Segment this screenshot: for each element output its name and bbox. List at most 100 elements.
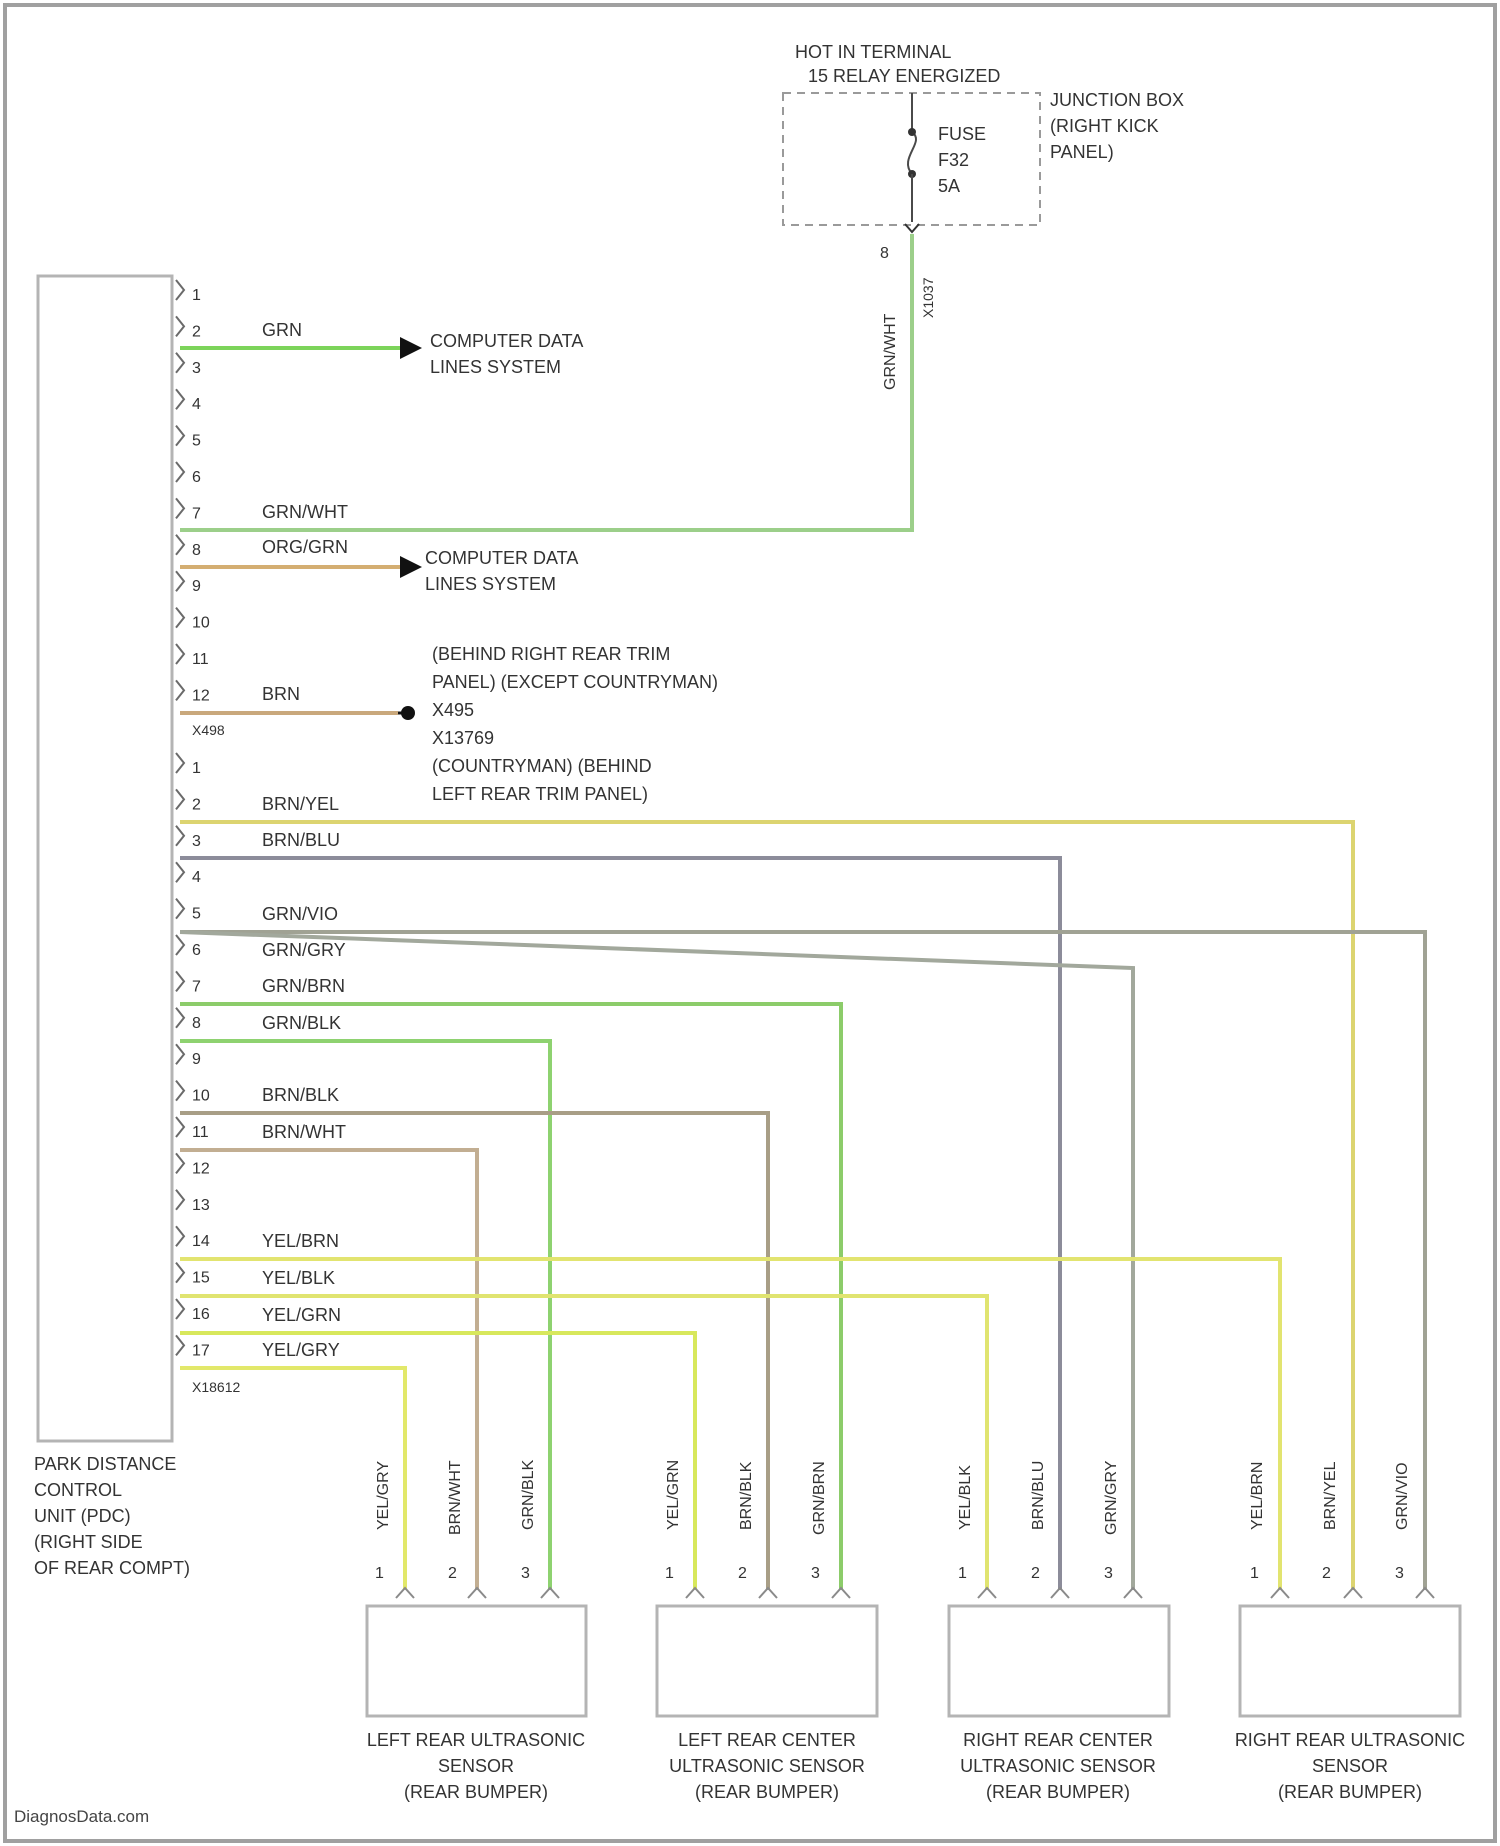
pdc-x18612-pin-7: 7 (192, 978, 201, 995)
pdc-label-line1: PARK DISTANCE (34, 1454, 176, 1474)
pdc-x18612-pin-4: 4 (192, 869, 201, 886)
junction-connector-name: X1037 (920, 277, 936, 318)
computer-data-1-line2: LINES SYSTEM (430, 357, 561, 377)
pdc-x498-pin-10: 10 (192, 615, 210, 632)
pdc-label-line2: CONTROL (34, 1480, 122, 1500)
fuse-label-line2: F32 (938, 150, 969, 170)
pdc-x498-pin-2: 2 (192, 323, 201, 340)
sensor-left-rear-center-label-line1: LEFT REAR CENTER (678, 1730, 856, 1750)
sensor-left-rear-center-pin-2: 2 (738, 1565, 747, 1582)
wire-label-grn-vio: GRN/VIO (262, 904, 338, 924)
sensor-left-rear-wire-3: GRN/BLK (520, 1459, 537, 1530)
sensor-right-rear-label-line2: SENSOR (1312, 1756, 1388, 1776)
wire-label-brn-blk: BRN/BLK (262, 1085, 339, 1105)
wire-label-grn-wht: GRN/WHT (262, 502, 348, 522)
pdc-x498-pin-9: 9 (192, 578, 201, 595)
pdc-x18612-pin-13: 13 (192, 1197, 210, 1214)
sensor-left-rear-label-line2: SENSOR (438, 1756, 514, 1776)
pdc-label-line5: OF REAR COMPT) (34, 1558, 190, 1578)
sensor-left-rear-pin-1: 1 (375, 1565, 384, 1582)
sensor-right-rear-wire-2: BRN/YEL (1322, 1461, 1339, 1530)
pdc-x18612-pin-5: 5 (192, 906, 201, 923)
power-title-line1: HOT IN TERMINAL (795, 42, 951, 62)
sensor-left-rear-center-wire-1: YEL/GRN (665, 1460, 682, 1530)
wire-label-grn: GRN (262, 320, 302, 340)
fuse-terminal-top (908, 128, 916, 136)
wire-label-brn-wht: BRN/WHT (262, 1122, 346, 1142)
pdc-x18612-pin-12: 12 (192, 1160, 210, 1177)
junction-pin-8: 8 (880, 245, 889, 262)
sensor-right-rear-label-line3: (REAR BUMPER) (1278, 1782, 1422, 1802)
sensor-left-rear-center-wire-2: BRN/BLK (738, 1461, 755, 1530)
sensor-left-rear-center-pin-1: 1 (665, 1565, 674, 1582)
ground-label-line1: (BEHIND RIGHT REAR TRIM (432, 644, 670, 664)
pdc-x498-pin-3: 3 (192, 360, 201, 377)
wire-label-yel-blk: YEL/BLK (262, 1268, 335, 1288)
pdc-label-line3: UNIT (PDC) (34, 1506, 131, 1526)
wire-label-grn-blk: GRN/BLK (262, 1013, 341, 1033)
sensor-left-rear-center-label-line2: ULTRASONIC SENSOR (669, 1756, 865, 1776)
power-wire-label: GRN/WHT (882, 313, 899, 390)
sensor-right-rear-center-label-line2: ULTRASONIC SENSOR (960, 1756, 1156, 1776)
power-title-line2: 15 RELAY ENERGIZED (808, 66, 1000, 86)
sensor-left-rear-label-line1: LEFT REAR ULTRASONIC (367, 1730, 585, 1750)
wire-label-brn: BRN (262, 684, 300, 704)
pdc-x18612-pin-2: 2 (192, 796, 201, 813)
pdc-connector-x498-name: X498 (192, 722, 225, 738)
sensor-right-rear-box (1240, 1606, 1460, 1716)
pdc-x498-pin-6: 6 (192, 469, 201, 486)
sensor-right-rear-pin-3: 3 (1395, 1565, 1404, 1582)
pdc-x498-pin-12: 12 (192, 687, 210, 704)
pdc-x498-pin-4: 4 (192, 396, 201, 413)
pdc-connector-x18612-name: X18612 (192, 1379, 240, 1395)
pdc-x18612-pin-8: 8 (192, 1015, 201, 1032)
pdc-x18612-pin-3: 3 (192, 833, 201, 850)
sensor-right-rear-center-pin-3: 3 (1104, 1565, 1113, 1582)
ground-label-line5: (COUNTRYMAN) (BEHIND (432, 756, 652, 776)
sensor-right-rear-center-label-line3: (REAR BUMPER) (986, 1782, 1130, 1802)
sensor-right-rear-center-wire-2: BRN/BLU (1030, 1461, 1047, 1530)
diagram-border (5, 5, 1495, 1841)
pdc-x18612-pin-1: 1 (192, 760, 201, 777)
ground-label-line2: PANEL) (EXCEPT COUNTRYMAN) (432, 672, 718, 692)
ground-label-line6: LEFT REAR TRIM PANEL) (432, 784, 648, 804)
pdc-x18612-pin-6: 6 (192, 942, 201, 959)
pdc-x18612-pin-16: 16 (192, 1306, 210, 1323)
sensor-left-rear-pin-3: 3 (521, 1565, 530, 1582)
sensor-left-rear-box (367, 1606, 586, 1716)
ground-label-line4: X13769 (432, 728, 494, 748)
pdc-x18612-pin-14: 14 (192, 1233, 210, 1250)
sensor-left-rear-label-line3: (REAR BUMPER) (404, 1782, 548, 1802)
sensor-right-rear-center-label-line1: RIGHT REAR CENTER (963, 1730, 1153, 1750)
pdc-x498-pin-8: 8 (192, 542, 201, 559)
sensor-left-rear-center-box (657, 1606, 877, 1716)
wire-label-grn-brn: GRN/BRN (262, 976, 345, 996)
pdc-x18612-pin-17: 17 (192, 1342, 210, 1359)
pdc-label-line4: (RIGHT SIDE (34, 1532, 143, 1552)
fuse-label-line3: 5A (938, 176, 960, 196)
pdc-unit-box (38, 276, 172, 1441)
pdc-x498-pin-7: 7 (192, 505, 201, 522)
sensor-right-rear-wire-3: GRN/VIO (1394, 1462, 1411, 1530)
pdc-x18612-pin-9: 9 (192, 1051, 201, 1068)
wire-label-yel-grn: YEL/GRN (262, 1305, 341, 1325)
sensor-right-rear-center-wire-1: YEL/BLK (957, 1465, 974, 1530)
pdc-x498-pin-11: 11 (192, 651, 209, 668)
wire-label-yel-brn: YEL/BRN (262, 1231, 339, 1251)
wire-label-grn-gry: GRN/GRY (262, 940, 346, 960)
sensor-left-rear-center-wire-3: GRN/BRN (811, 1461, 828, 1535)
sensor-left-rear-wire-1: YEL/GRY (375, 1461, 392, 1530)
junction-box-label-line2: (RIGHT KICK (1050, 116, 1159, 136)
pdc-x18612-pin-15: 15 (192, 1270, 210, 1287)
computer-data-2-line1: COMPUTER DATA (425, 548, 578, 568)
junction-box-label-line1: JUNCTION BOX (1050, 90, 1184, 110)
computer-data-2-line2: LINES SYSTEM (425, 574, 556, 594)
sensor-right-rear-center-wire-3: GRN/GRY (1103, 1460, 1120, 1535)
footer-watermark: DiagnosData.com (14, 1807, 149, 1826)
pdc-x18612-pin-10: 10 (192, 1088, 210, 1105)
sensor-right-rear-pin-1: 1 (1250, 1565, 1259, 1582)
sensor-right-rear-wire-1: YEL/BRN (1249, 1462, 1266, 1530)
sensor-right-rear-pin-2: 2 (1322, 1565, 1331, 1582)
pdc-x498-pin-5: 5 (192, 433, 201, 450)
